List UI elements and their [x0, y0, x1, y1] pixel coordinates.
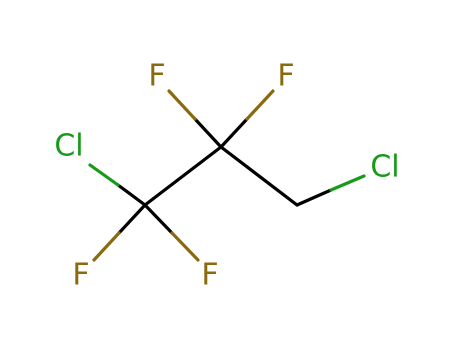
- bond-c3-cl2-carbon-half: [295, 188, 333, 207]
- bond-c1-f1-carbon-half: [117, 203, 147, 235]
- bond-c2-f4-fluorine-half: [245, 89, 275, 121]
- bond-c2-f3-fluorine-half: [167, 89, 197, 121]
- bond-c1-c2: [143, 145, 223, 207]
- bonds: [88, 89, 366, 262]
- atom-label-f2: F: [201, 258, 218, 293]
- bond-c1-f2-carbon-half: [143, 203, 174, 235]
- bond-c1-f1-fluorine-half: [92, 231, 121, 262]
- bond-c1-f2-fluorine-half: [170, 231, 200, 262]
- atom-label-cl2: Cl: [370, 150, 399, 185]
- bond-c2-f3-carbon-half: [193, 117, 223, 149]
- bond-c1-cl1-chlorine-half: [88, 163, 120, 187]
- atom-label-cl1: Cl: [54, 129, 83, 164]
- bond-c2-c3: [219, 145, 299, 207]
- atom-label-f4: F: [277, 59, 294, 94]
- bond-c3-cl2-chlorine-half: [329, 174, 366, 192]
- bond-c2-f4-carbon-half: [219, 117, 249, 149]
- atom-label-f3: F: [148, 59, 165, 94]
- bond-c1-cl1-carbon-half: [116, 183, 147, 207]
- atom-labels: Cl F F F F Cl: [54, 59, 399, 293]
- atom-label-f1: F: [72, 258, 89, 293]
